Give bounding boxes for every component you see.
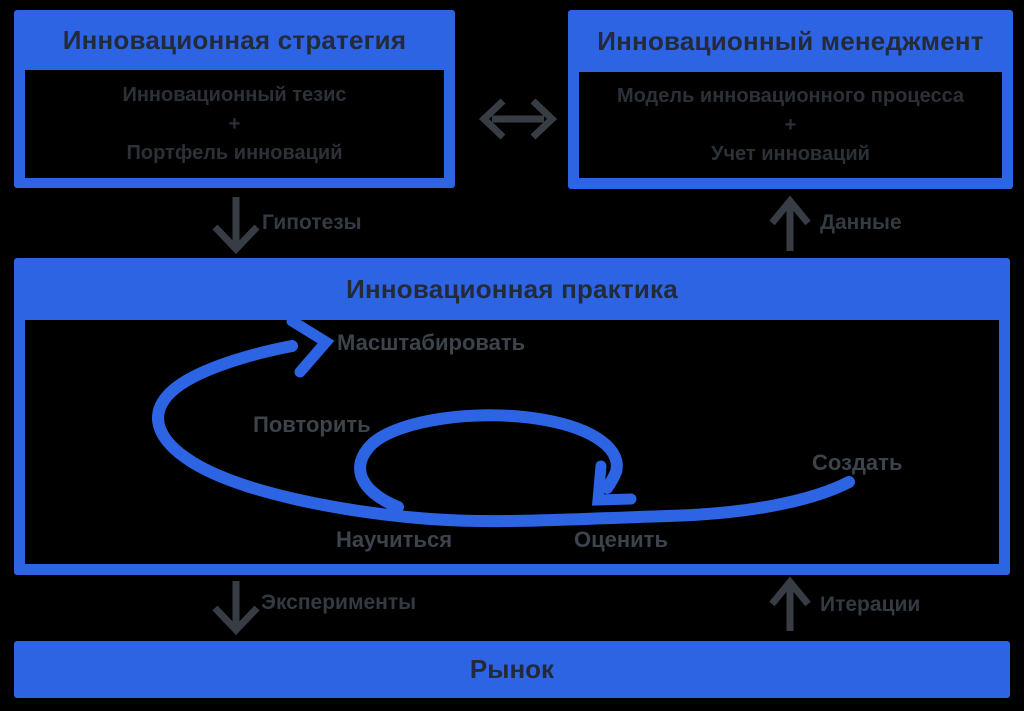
experiments-label: Эксперименты — [261, 591, 417, 614]
strategy-box: Инновационная стратегия Инновационный те… — [14, 10, 455, 188]
market-bar-title: Рынок — [469, 654, 555, 684]
hypotheses-label: Гипотезы — [262, 211, 362, 234]
strategy-line-1: Инновационный тезис — [122, 83, 347, 106]
cycle-label-evaluate: Оценить — [574, 527, 668, 552]
strategy-inner-box: Инновационный тезис + Портфель инноваций — [25, 70, 444, 178]
practice-inner-box — [25, 320, 999, 564]
cycle-label-scale: Масштабировать — [337, 330, 526, 355]
management-box-title: Инновационный менеджмент — [597, 25, 984, 56]
management-box: Инновационный менеджмент Модель инноваци… — [568, 10, 1013, 189]
cycle-label-repeat: Повторить — [253, 412, 371, 437]
experiments-down-arrow — [212, 581, 260, 636]
practice-box: Инновационная практика — [14, 258, 1010, 575]
hypotheses-down-arrow — [212, 197, 260, 255]
management-line-1: Модель инновационного процесса — [616, 84, 965, 107]
management-line-2: Учет инноваций — [711, 142, 870, 165]
strategy-box-title: Инновационная стратегия — [62, 24, 407, 55]
iterations-label: Итерации — [820, 593, 921, 616]
management-inner-box: Модель инновационного процесса + Учет ин… — [579, 72, 1002, 178]
strategy-plus: + — [228, 112, 241, 135]
strategy-line-2: Портфель инноваций — [126, 141, 343, 164]
market-bar: Рынок — [14, 641, 1010, 698]
iterations-up-arrow — [769, 576, 811, 631]
data-up-arrow — [769, 195, 811, 251]
double-arrow-icon — [478, 98, 558, 140]
cycle-label-create: Создать — [812, 450, 903, 475]
cycle-label-learn: Научиться — [336, 527, 453, 552]
data-label: Данные — [820, 211, 902, 234]
management-plus: + — [784, 113, 797, 136]
practice-box-title: Инновационная практика — [346, 273, 678, 304]
